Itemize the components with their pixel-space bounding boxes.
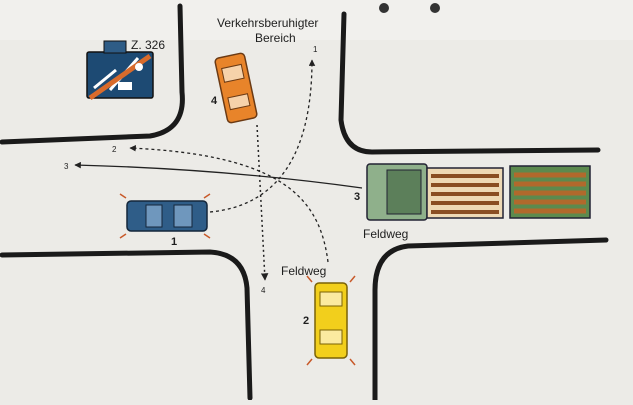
corner-mark	[379, 3, 389, 13]
road-curbs	[0, 3, 609, 403]
sign-car-icon	[118, 82, 132, 90]
zone-label-line2: Bereich	[255, 31, 296, 45]
sign-person-icon	[135, 63, 143, 71]
sign-mount	[103, 40, 127, 54]
curb-top-right	[338, 11, 601, 155]
path-3-label: 3	[64, 162, 69, 171]
curb-top-left	[0, 3, 185, 145]
path-2	[129, 145, 329, 263]
path-1-label: 1	[313, 45, 318, 54]
sign-cancel-bar	[88, 53, 152, 101]
vehicle-3-label: 3	[354, 191, 360, 203]
vehicle-2-windshield	[319, 291, 343, 307]
vehicle-3-logs-2	[514, 172, 586, 214]
traffic-sign-z326: Z. 326	[86, 38, 165, 101]
corner-mark	[430, 3, 440, 13]
vehicle-2-indicator	[306, 275, 356, 283]
vehicle-1-indicator	[203, 193, 211, 239]
zone-label-line1: Verkehrsberuhigter	[217, 16, 318, 30]
path-1	[209, 59, 316, 213]
vehicle-2-rear-window	[319, 329, 343, 345]
vehicle-3-tractor-trailer	[366, 163, 591, 221]
vehicle-1-rear-window	[145, 204, 163, 228]
curb-bottom-right	[372, 237, 609, 403]
sign-label: Z. 326	[131, 38, 165, 52]
vehicle-3-logs-1	[431, 174, 499, 214]
vehicle-3-cab	[386, 169, 422, 215]
path-2-label: 2	[112, 145, 117, 154]
path-4	[256, 124, 269, 281]
vehicle-2-label: 2	[303, 315, 309, 327]
vehicle-4-rear-window	[227, 93, 251, 111]
vehicle-1-windshield	[173, 204, 193, 228]
curb-bottom-left	[0, 249, 253, 401]
vehicle-1-label: 1	[171, 236, 177, 248]
path-4-label: 4	[261, 286, 266, 295]
vehicle-4-label: 4	[211, 95, 218, 107]
vehicle-1-body	[126, 200, 208, 232]
vehicle-1-blue-car	[119, 193, 211, 239]
vehicle-4-windshield	[221, 63, 245, 83]
side-road-label-left: Feldweg	[281, 264, 326, 278]
path-3	[74, 161, 363, 189]
vehicle-2-yellow-car	[306, 275, 356, 366]
paper-top-shade	[0, 0, 633, 40]
vehicle-4-orange-car	[214, 52, 258, 124]
side-road-label-right: Feldweg	[363, 227, 408, 241]
